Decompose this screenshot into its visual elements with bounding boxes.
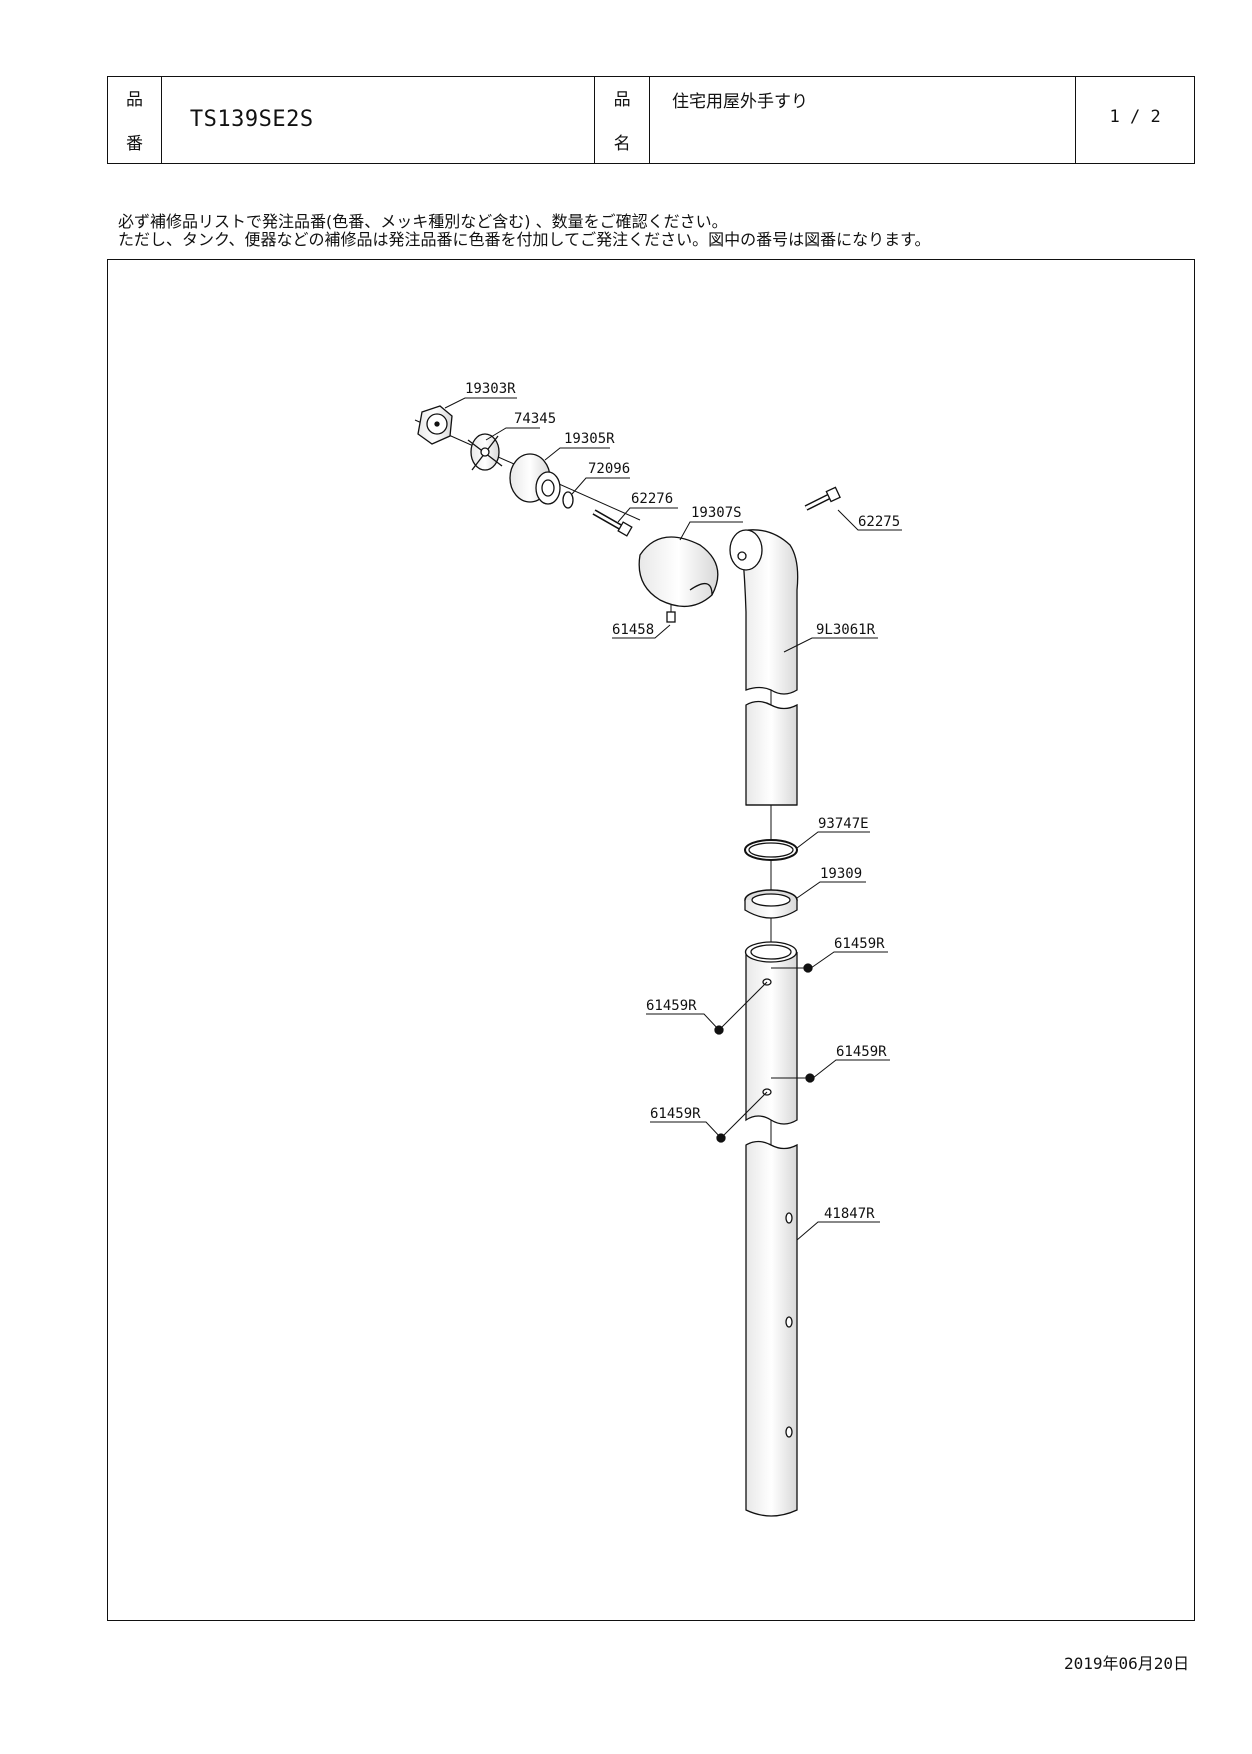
knob-part xyxy=(417,405,453,445)
note-line-2: ただし、タンク、便器などの補修品は発注品番に色番を付加してご発注ください。図中の… xyxy=(118,230,931,249)
cap-19309 xyxy=(744,889,798,919)
label-74345: 74345 xyxy=(514,411,556,427)
spacer-part xyxy=(467,433,503,471)
ring-93747e xyxy=(744,839,798,861)
label-19303r: 19303R xyxy=(465,381,516,397)
part-number-kana-cell: 品 番 xyxy=(108,77,162,163)
label-61459r-1: 61459R xyxy=(834,936,885,952)
elbow-cover-part xyxy=(638,536,719,607)
post-upper xyxy=(744,941,798,1125)
part-labels: 19303R 74345 19305R 72096 62276 19307S 6… xyxy=(465,381,900,1222)
set-screw-61458 xyxy=(666,605,676,623)
note-line-1: 必ず補修品リストで発注品番(色番、メッキ種別など含む) 、数量をご確認ください。 xyxy=(118,212,728,231)
label-19305r: 19305R xyxy=(564,431,615,447)
label-62275: 62275 xyxy=(858,514,900,530)
label-61459r-4: 61459R xyxy=(650,1106,701,1122)
label-72096: 72096 xyxy=(588,461,630,477)
label-9l3061r: 9L3061R xyxy=(816,622,876,638)
product-name-kana-bottom: 名 xyxy=(613,134,631,154)
screw-part-62276 xyxy=(592,509,633,537)
label-41847r: 41847R xyxy=(824,1206,875,1222)
product-name-kana-cell: 品 名 xyxy=(595,77,651,163)
label-19307s: 19307S xyxy=(691,505,742,521)
screw-part-62275 xyxy=(804,486,841,511)
label-61459r-3: 61459R xyxy=(836,1044,887,1060)
label-62276: 62276 xyxy=(631,491,673,507)
base-part xyxy=(509,453,561,505)
label-93747e: 93747E xyxy=(818,816,869,832)
part-number: TS139SE2S xyxy=(189,107,314,132)
diagram-frame xyxy=(107,259,1195,1621)
product-name-kana-top: 品 xyxy=(613,90,631,110)
product-name-cell: 住宅用屋外手すり xyxy=(650,77,1077,163)
product-name: 住宅用屋外手すり xyxy=(672,92,809,112)
part-number-cell: TS139SE2S xyxy=(162,77,596,163)
washer-part xyxy=(562,491,574,509)
label-61458: 61458 xyxy=(612,622,654,638)
label-19309: 19309 xyxy=(820,866,862,882)
title-block: 品 番 TS139SE2S 品 名 住宅用屋外手すり 1 / 2 xyxy=(107,76,1195,164)
leader-lines xyxy=(444,397,902,1241)
label-61459r-2: 61459R xyxy=(646,998,697,1014)
bent-pipe-upper xyxy=(729,529,799,695)
issue-date: 2019年06月20日 xyxy=(1064,1654,1190,1673)
instruction-notes: 必ず補修品リストで発注品番(色番、メッキ種別など含む) 、数量をご確認ください。… xyxy=(118,213,930,249)
page-number: 1 / 2 xyxy=(1109,107,1161,127)
page-number-cell: 1 / 2 xyxy=(1076,77,1194,163)
post-lower xyxy=(745,1140,798,1517)
bent-pipe-lower xyxy=(745,700,798,806)
part-number-kana-bottom: 番 xyxy=(125,134,143,154)
part-number-kana-top: 品 xyxy=(125,90,143,110)
